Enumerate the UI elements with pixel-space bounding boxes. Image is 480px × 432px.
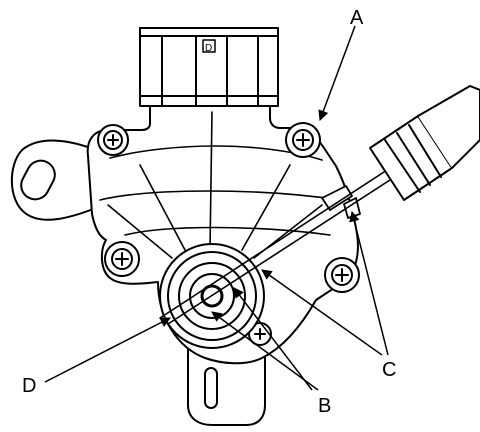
bottom-tab: [187, 344, 266, 426]
leader-a: [318, 25, 356, 121]
switch-body: [86, 104, 359, 365]
leader-b2: [211, 311, 319, 391]
left-mounting-ear: [10, 139, 97, 221]
leader-c2: [349, 210, 389, 356]
label-a: A: [350, 7, 364, 29]
label-d: D: [22, 375, 36, 397]
internal-ribs: [99, 111, 341, 259]
label-b: B: [318, 395, 331, 417]
screw-right: [324, 257, 360, 293]
leader-c1: [261, 269, 383, 356]
leader-d: [44, 317, 171, 383]
screw-top-left: [97, 124, 129, 156]
screw-left: [104, 241, 140, 277]
alignment-rod: [159, 85, 480, 325]
label-c: C: [382, 359, 396, 381]
connector-mark: D: [205, 43, 212, 54]
leader-b1: [233, 287, 313, 391]
connector-housing: [139, 27, 279, 107]
screw-top-right: [285, 122, 321, 158]
